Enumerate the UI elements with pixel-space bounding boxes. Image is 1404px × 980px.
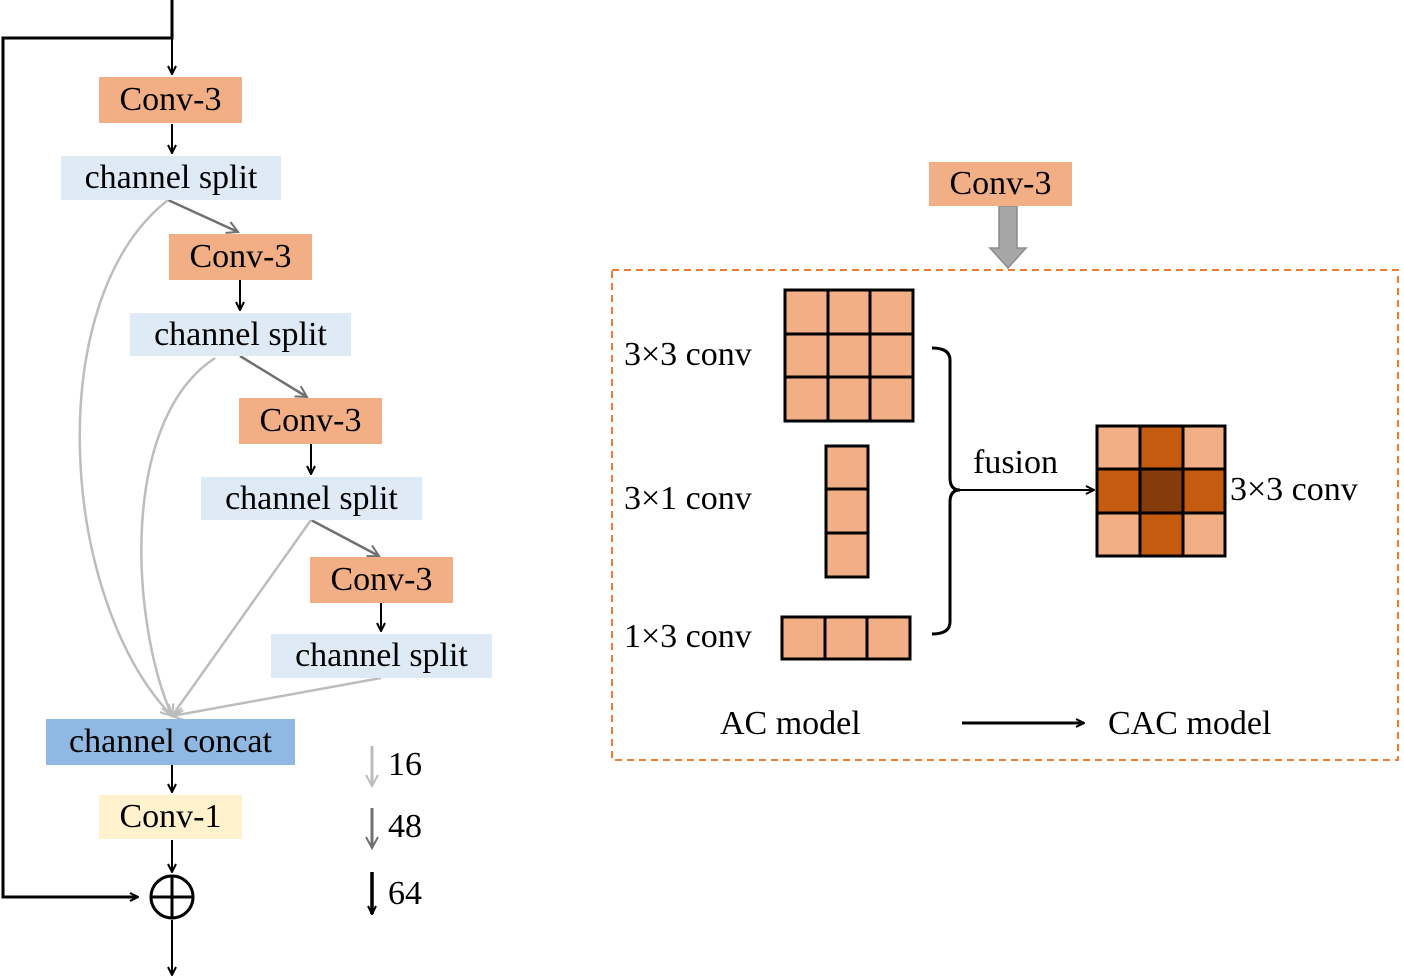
legend-label-64: 64 [388, 875, 422, 912]
conv1-box: Conv-1 [99, 795, 242, 839]
concat-label: channel concat [69, 723, 272, 760]
legend-label-48: 48 [388, 808, 422, 845]
channel-split-box-2: channel split [130, 313, 351, 356]
kernel-1x3-label: 1×3 conv [624, 618, 752, 655]
conv3-label: Conv-3 [330, 561, 433, 598]
kernel-fused-3x3 [1095, 424, 1227, 558]
top-conv-down-arrow-icon [988, 205, 1028, 270]
skip-connection [1, 0, 172, 897]
kernel-3x3 [783, 288, 915, 423]
legend-label-16: 16 [388, 746, 422, 783]
split-label: channel split [84, 159, 258, 196]
fusion-brace [931, 346, 961, 636]
conv3-box-3: Conv-3 [239, 398, 382, 444]
cac-model-label: CAC model [1108, 705, 1272, 742]
ac-model-panel [611, 269, 1399, 761]
channel-split-box-1: channel split [61, 156, 281, 200]
kernel-3x1-label: 3×1 conv [624, 480, 752, 517]
channel-split-box-3: channel split [201, 477, 422, 520]
sum-node-icon [149, 874, 195, 920]
conv1-label: Conv-1 [119, 798, 222, 835]
top-conv3-box: Conv-3 [929, 162, 1072, 206]
split-label: channel split [154, 315, 327, 353]
kernel-3x3-label: 3×3 conv [624, 336, 752, 373]
conv3-box-4: Conv-3 [310, 557, 453, 603]
fusion-label: fusion [973, 444, 1058, 481]
kernel-1x3 [780, 615, 912, 661]
conv-to-split-arrows [172, 124, 381, 975]
top-conv3-label: Conv-3 [949, 165, 1052, 202]
conv3-label: Conv-3 [259, 402, 362, 439]
split-to-conv-arrows [167, 198, 379, 556]
ac-model-label: AC model [720, 705, 861, 742]
split-label: channel split [295, 637, 468, 674]
split-label: channel split [225, 479, 398, 517]
fused-kernel-label: 3×3 conv [1230, 471, 1358, 508]
channel-split-box-4: channel split [271, 634, 492, 678]
kernel-3x1 [824, 444, 870, 579]
conv3-box-1: Conv-3 [99, 77, 242, 123]
channel-concat-box: channel concat [46, 719, 295, 765]
conv3-label: Conv-3 [189, 238, 292, 275]
conv3-label: Conv-3 [119, 81, 222, 118]
split-to-concat-arrows [78, 199, 382, 716]
conv3-box-2: Conv-3 [169, 234, 312, 280]
